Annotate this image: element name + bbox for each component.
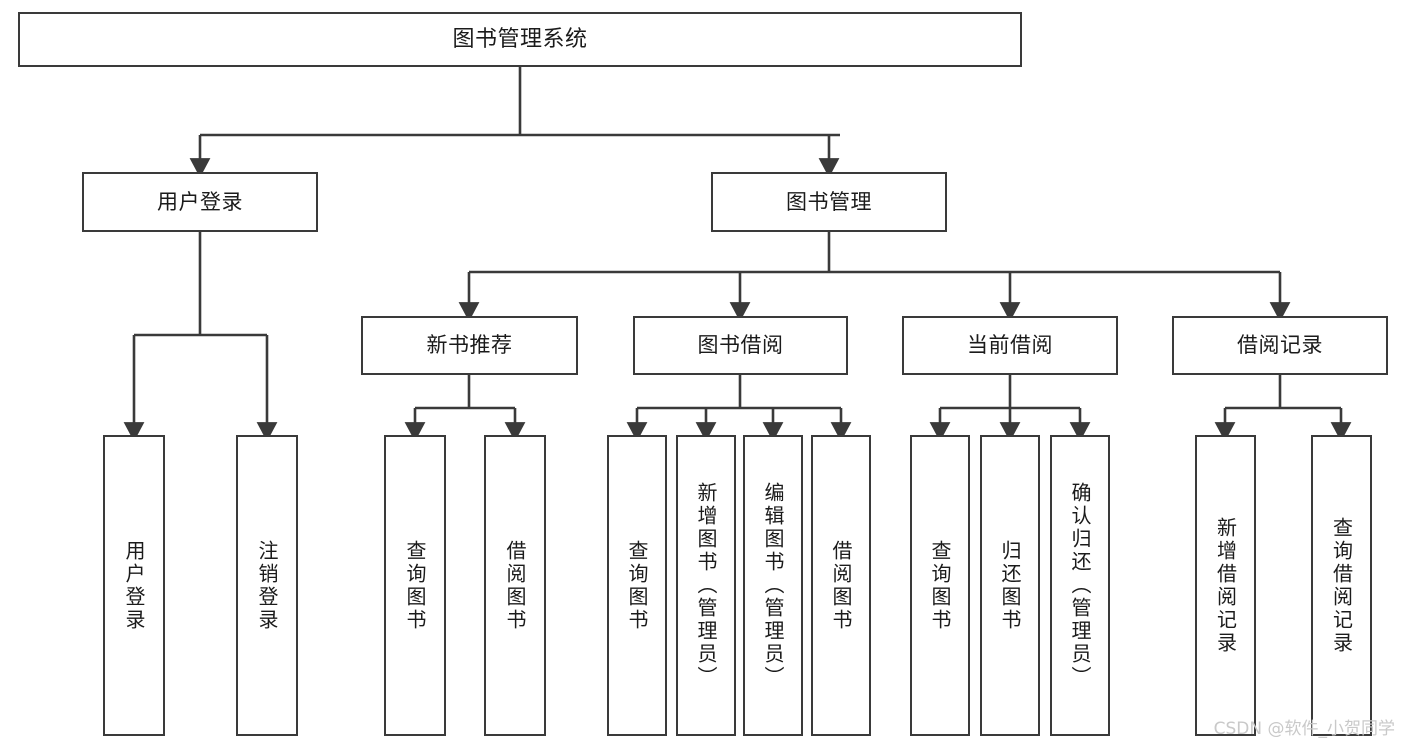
leaf-record-query-record[interactable]: 查询借阅记录 bbox=[1311, 435, 1372, 736]
node-label: 新书推荐 bbox=[426, 333, 513, 358]
leaf-current-confirm-return-admin[interactable]: 确认归还（管理员） bbox=[1050, 435, 1110, 736]
leaf-recommend-query-book[interactable]: 查询图书 bbox=[384, 435, 446, 736]
leaf-current-return-book[interactable]: 归还图书 bbox=[980, 435, 1040, 736]
leaf-current-query-book[interactable]: 查询图书 bbox=[910, 435, 970, 736]
node-label: 编辑图书（管理员） bbox=[761, 482, 785, 689]
node-label: 用户登录 bbox=[157, 189, 243, 214]
node-label: 查询借阅记录 bbox=[1329, 516, 1354, 655]
node-label: 图书管理 bbox=[786, 189, 872, 214]
node-label: 归还图书 bbox=[998, 539, 1022, 632]
node-label: 确认归还（管理员） bbox=[1068, 482, 1092, 689]
node-new-book-recommend[interactable]: 新书推荐 bbox=[361, 316, 578, 375]
leaf-borrow-query-book[interactable]: 查询图书 bbox=[607, 435, 667, 736]
leaf-user-login-login[interactable]: 用户登录 bbox=[103, 435, 165, 736]
leaf-borrow-borrow-book[interactable]: 借阅图书 bbox=[811, 435, 871, 736]
node-user-login[interactable]: 用户登录 bbox=[82, 172, 318, 232]
node-label: 注销登录 bbox=[255, 539, 279, 632]
leaf-record-add-record[interactable]: 新增借阅记录 bbox=[1195, 435, 1256, 736]
leaf-borrow-edit-book-admin[interactable]: 编辑图书（管理员） bbox=[743, 435, 803, 736]
node-label: 当前借阅 bbox=[967, 333, 1053, 358]
node-label: 新增借阅记录 bbox=[1213, 516, 1238, 655]
node-book-management[interactable]: 图书管理 bbox=[711, 172, 947, 232]
node-label: 查询图书 bbox=[625, 539, 649, 632]
node-current-borrow[interactable]: 当前借阅 bbox=[902, 316, 1118, 375]
node-label: 借阅图书 bbox=[503, 539, 527, 632]
watermark-text: CSDN @软件_小贺同学 bbox=[1213, 719, 1395, 739]
node-label: 新增图书（管理员） bbox=[694, 482, 718, 689]
node-book-borrow[interactable]: 图书借阅 bbox=[633, 316, 848, 375]
node-label: 图书借阅 bbox=[697, 333, 784, 358]
node-root-system[interactable]: 图书管理系统 bbox=[18, 12, 1022, 67]
node-borrow-record[interactable]: 借阅记录 bbox=[1172, 316, 1388, 375]
node-label: 借阅记录 bbox=[1237, 333, 1323, 358]
leaf-borrow-add-book-admin[interactable]: 新增图书（管理员） bbox=[676, 435, 736, 736]
leaf-recommend-borrow-book[interactable]: 借阅图书 bbox=[484, 435, 546, 736]
node-label: 用户登录 bbox=[122, 539, 146, 632]
node-label: 查询图书 bbox=[403, 539, 427, 632]
node-label: 图书管理系统 bbox=[452, 26, 588, 52]
leaf-user-login-logout[interactable]: 注销登录 bbox=[236, 435, 298, 736]
node-label: 借阅图书 bbox=[829, 539, 853, 632]
node-label: 查询图书 bbox=[928, 539, 952, 632]
